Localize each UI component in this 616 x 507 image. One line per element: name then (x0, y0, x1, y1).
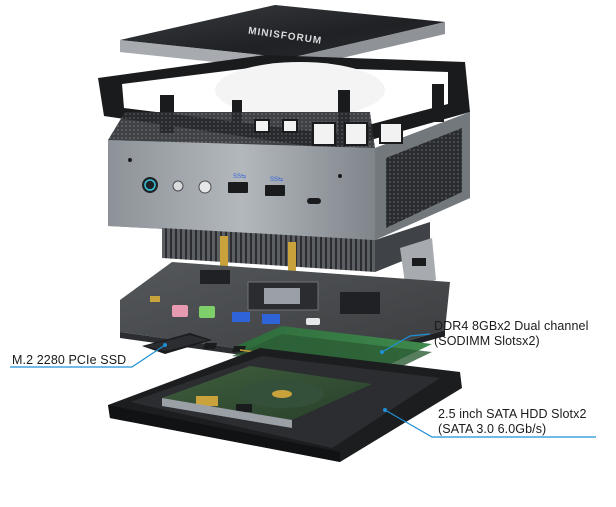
ddr4-callout: DDR4 8GBx2 Dual channel (SODIMM Slotsx2) (434, 319, 588, 349)
ddr4-callout-line2: (SODIMM Slotsx2) (434, 334, 540, 348)
ddr4-leader-line (381, 333, 431, 353)
ssd-callout-line1: M.2 2280 PCIe SSD (12, 353, 127, 367)
svg-text:SS⇆: SS⇆ (233, 173, 246, 180)
hdd-callout: 2.5 inch SATA HDD Slotx2 (SATA 3.0 6.0Gb… (438, 407, 587, 437)
front-ports: SS⇆ SS⇆ (128, 158, 342, 204)
ssd-callout: M.2 2280 PCIe SSD (12, 353, 126, 368)
usb3-port-2 (265, 185, 285, 196)
mic-jack (172, 180, 184, 192)
top-lid: MINISFORUM (120, 5, 445, 70)
hdd-leader-line (384, 409, 596, 438)
hdd-drive (162, 366, 372, 428)
hdd-callout-line2: (SATA 3.0 6.0Gb/s) (438, 422, 547, 436)
headphone-jack (198, 180, 212, 194)
heatsink (162, 222, 436, 290)
audio-green-jack (199, 306, 215, 318)
hdd-callout-line1: 2.5 inch SATA HDD Slotx2 (438, 407, 587, 421)
ddr4-callout-line1: DDR4 8GBx2 Dual channel (434, 319, 589, 333)
usb3-port-1 (228, 182, 248, 193)
callout-lines (10, 333, 596, 438)
chassis (108, 112, 470, 240)
usb-c-port (307, 198, 321, 204)
board-usb-1 (232, 312, 250, 322)
audio-pink-jack (172, 305, 188, 317)
ssd-leader-line (10, 344, 166, 368)
svg-text:SS⇆: SS⇆ (270, 176, 283, 183)
board-usb-2 (262, 314, 280, 324)
